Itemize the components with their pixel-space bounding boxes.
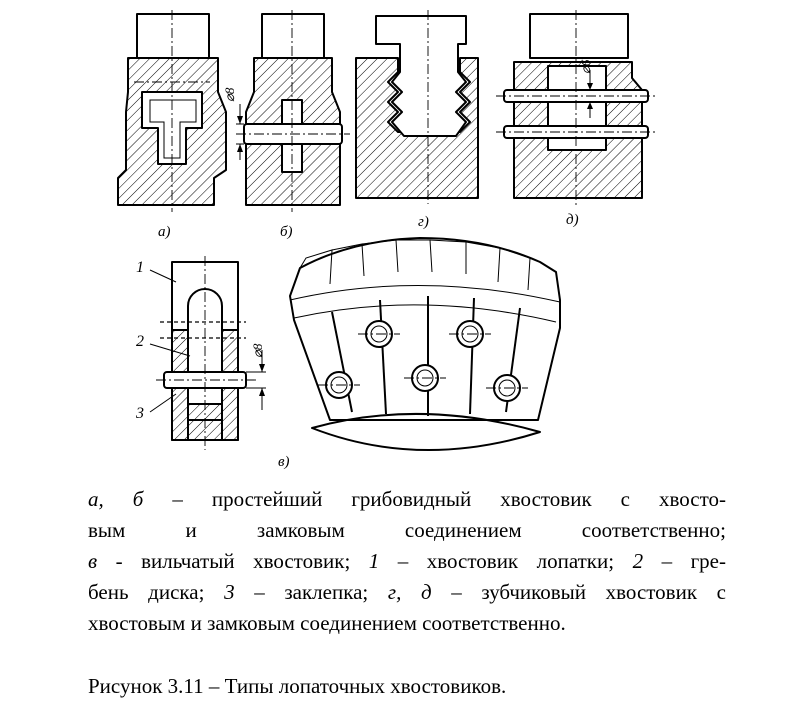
label-d: д) — [566, 212, 579, 228]
caption-run: а, б — [88, 487, 144, 511]
caption-line: в - вильчатый хвостовик; 1 – хвостовик л… — [88, 546, 726, 577]
drawing-v-disk-assembly — [289, 237, 561, 451]
drawing-v-fork-root-section — [149, 256, 266, 450]
caption-run: 3 — [224, 580, 235, 604]
caption-run: – гре- — [643, 549, 726, 573]
caption-run: г, д — [387, 580, 432, 604]
caption-run: – простейший грибовидный хвостовик с хво… — [143, 487, 726, 511]
label-a: а) — [158, 224, 171, 240]
caption-run: в — [88, 549, 98, 573]
caption-run: – заклепка; — [234, 580, 388, 604]
drawing-b-pin-joint — [236, 10, 350, 212]
part-number-1: 1 — [136, 259, 144, 276]
figure-title: Рисунок 3.11 – Типы лопаточных хвостовик… — [88, 674, 507, 698]
caption-run: вым и замковым соединением соответственн… — [88, 518, 726, 542]
drawing-a-mushroom-root — [117, 10, 227, 212]
label-b: б) — [280, 224, 293, 240]
label-g: г) — [418, 214, 429, 230]
dimension-d: ⌀6 — [578, 59, 593, 74]
part-number-3: 3 — [135, 405, 144, 422]
caption-line: вым и замковым соединением соответственн… — [88, 515, 726, 546]
drawing-d-fir-tree-pinned — [496, 10, 656, 208]
dimension-v: ⌀8 — [250, 343, 265, 358]
caption-line: хвостовым и замковым соединением соответ… — [88, 608, 726, 639]
drawing-g-fir-tree-root — [355, 10, 479, 204]
dimension-b: ⌀8 — [222, 87, 237, 102]
part-number-2: 2 — [136, 333, 144, 350]
caption-run: хвостовым и замковым соединением соответ… — [88, 611, 566, 635]
caption-run: – зубчиковый хвостовик с — [431, 580, 726, 604]
caption-run: 2 — [632, 549, 644, 573]
caption-run: 1 — [368, 549, 380, 573]
caption-line: бень диска; 3 – заклепка; г, д – зубчико… — [88, 577, 726, 608]
caption-run: - вильчатый хвостовик; — [97, 549, 369, 573]
figure-caption: а, б – простейший грибовидный хвостовик … — [88, 484, 726, 639]
caption-line: а, б – простейший грибовидный хвостовик … — [88, 484, 726, 515]
label-v: в) — [278, 454, 290, 470]
blade-root-types-figure: а) ⌀8 б) г) ⌀6 д) — [117, 10, 656, 470]
caption-run: – хвостовик лопатки; — [379, 549, 633, 573]
caption-run: бень диска; — [88, 580, 225, 604]
